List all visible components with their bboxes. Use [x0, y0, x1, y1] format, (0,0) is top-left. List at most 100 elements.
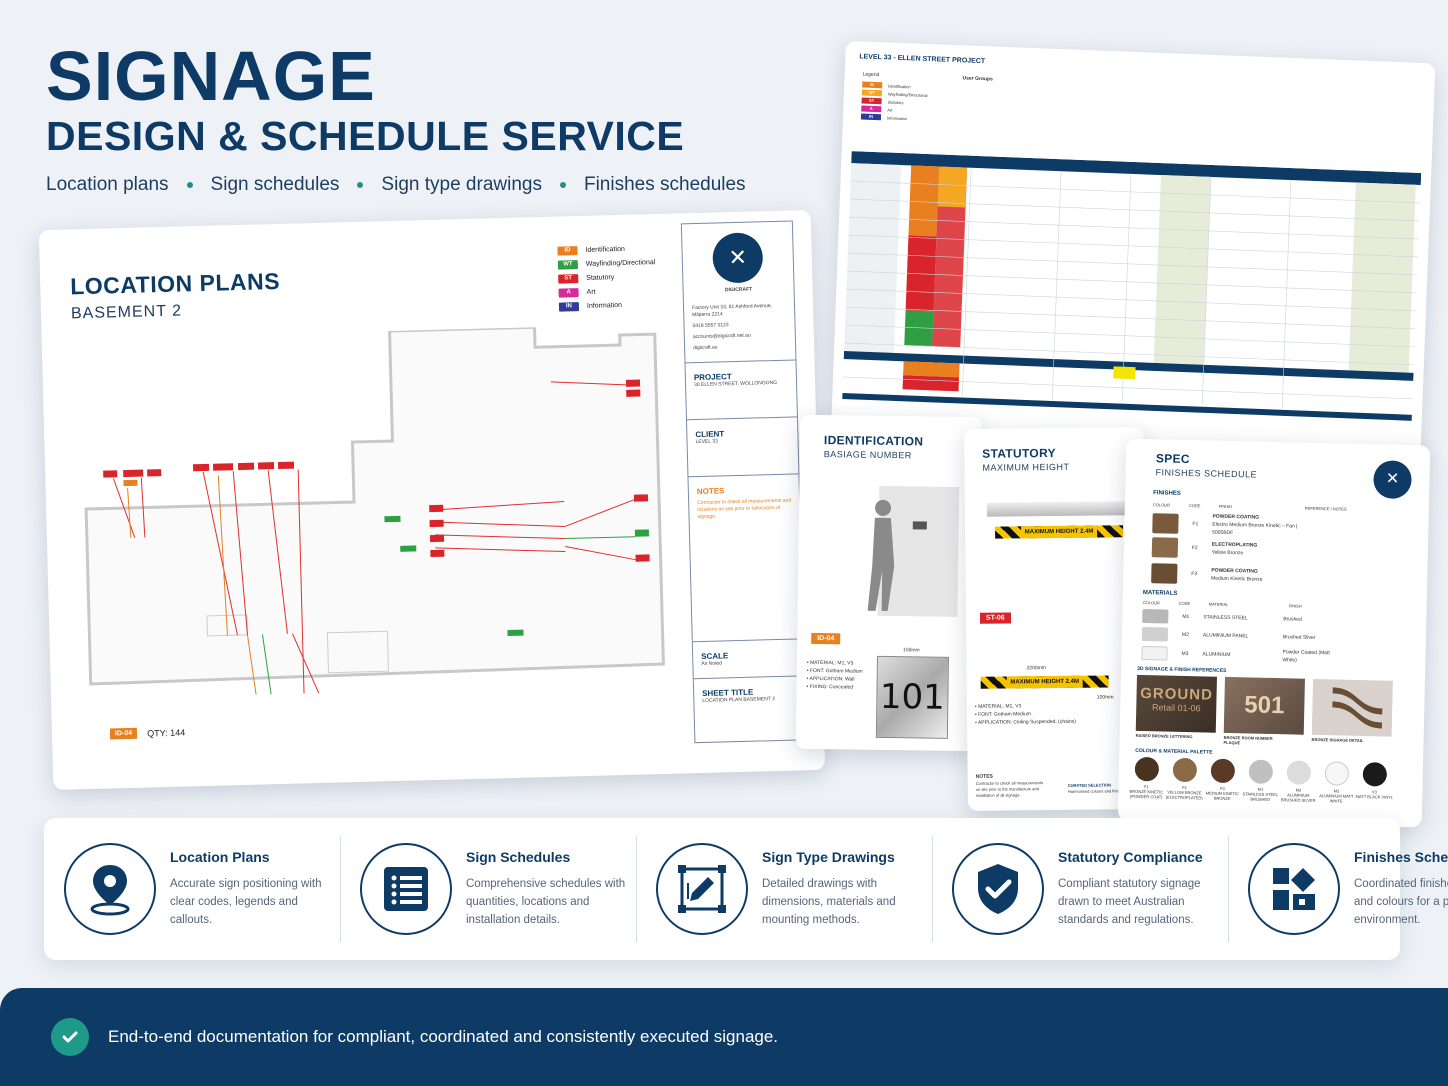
blocks-icon: [1248, 843, 1340, 935]
height-bar: MAXIMUM HEIGHT 2.4M: [995, 525, 1124, 539]
statutory-notes-label: NOTES: [975, 773, 993, 780]
company-email: accounts@digicraft.net.au: [692, 332, 751, 341]
spec-title: SPEC: [1155, 451, 1190, 467]
sheet-title-value: LOCATION PLAN BASEMENT 2: [702, 696, 776, 704]
palette-swatch: [1134, 756, 1160, 782]
title-block: ✕ DIGICRAFT Factory Unit 33, 81 Ashford …: [680, 220, 807, 744]
statutory-subtitle: MAXIMUM HEIGHT: [982, 461, 1070, 473]
feature-title: Location Plans: [170, 849, 270, 865]
person-silhouette-icon: [867, 485, 960, 617]
schedule-legend-label: Legend: [862, 71, 880, 79]
quantity-value: QTY: 144: [146, 727, 186, 739]
floor-plan-drawing: [84, 325, 665, 700]
digicraft-logo-icon: ✕: [712, 232, 764, 284]
tag-separator: [559, 182, 566, 188]
company-phone: 0418 5557 0123: [692, 322, 729, 330]
company-address: Factory Unit 33, 81 Ashford Avenue, Milp…: [691, 303, 773, 319]
statutory-code: ST-06: [979, 612, 1011, 624]
notes-label: NOTES: [696, 486, 725, 497]
feature-title: Finishes Schedule: [1354, 849, 1448, 865]
schedule-title: LEVEL 33 - ELLEN STREET PROJECT: [859, 53, 986, 66]
identification-specs: • MATERIAL: M1, V3 • FONT: Gotham Medium…: [806, 659, 863, 691]
statutory-specs: • MATERIAL: M1, V3 • FONT: Gotham Medium…: [974, 703, 1076, 726]
hero-title: SIGNAGE: [46, 37, 376, 115]
finishes-label: FINISHES: [1153, 490, 1181, 497]
footer-banner: End-to-end documentation for compliant, …: [0, 988, 1448, 1086]
client-value: LEVEL 33: [695, 438, 718, 446]
palette-swatch: [1286, 760, 1312, 785]
location-plan-subtitle: BASEMENT 2: [70, 302, 183, 323]
tag-sign-type-drawings: Sign type drawings: [381, 174, 542, 195]
ref-image-bronze-waves: [1311, 678, 1393, 737]
dimension-width: 150mm: [903, 647, 920, 654]
palette-swatch: [1324, 761, 1350, 786]
project-value: 30 ELLEN STREET, WOLLONGONG: [694, 379, 778, 389]
ref-image-ground: GROUND Retail 01-06: [1135, 674, 1217, 733]
banner-text: End-to-end documentation for compliant, …: [108, 1027, 779, 1046]
logo-text: DIGICRAFT: [724, 286, 753, 294]
feature-desc: Accurate sign positioning with clear cod…: [170, 878, 322, 926]
divider: [686, 416, 797, 421]
feature-desc: Detailed drawings with dimensions, mater…: [762, 878, 896, 926]
check-icon: [51, 1018, 89, 1056]
quantity-code: ID-04: [109, 727, 138, 740]
materials-label: MATERIALS: [1142, 590, 1178, 597]
tag-sign-schedules: Sign schedules: [210, 174, 340, 195]
divider: [693, 675, 804, 680]
feature-desc: Compliant statutory signage drawn to mee…: [1058, 878, 1201, 926]
identification-code: ID-04: [811, 632, 841, 645]
refs-label: 3D SIGNAGE & FINISH REFERENCES: [1137, 665, 1227, 674]
identification-title: IDENTIFICATION: [823, 433, 924, 449]
feature-finishes-schedule: Finishes ScheduleCoordinated finishes, m…: [1228, 818, 1448, 960]
palette-label: COLOUR & MATERIAL PALETTE: [1135, 747, 1213, 756]
identification-subtitle: BASIAGE NUMBER: [823, 449, 912, 461]
finish-header: CODE: [1188, 503, 1201, 509]
tag-finishes-schedules: Finishes schedules: [583, 174, 746, 195]
palette-swatch: [1172, 757, 1198, 783]
material-header: COLOUR: [1142, 600, 1160, 606]
divider: [688, 473, 799, 478]
list-icon: [360, 843, 452, 935]
feature-title: Statutory Compliance: [1058, 849, 1203, 865]
quantity-label: ID-04 QTY: 144: [109, 727, 186, 740]
tag-separator: [186, 182, 193, 188]
divider: [692, 638, 803, 643]
sign-schedule-sheet: LEVEL 33 - ELLEN STREET PROJECT Legend I…: [830, 40, 1436, 464]
hero-subtitle: DESIGN & SCHEDULE SERVICE: [46, 113, 685, 159]
feature-title: Sign Type Drawings: [762, 849, 895, 865]
notes-value: Contractor to check all measurements and…: [697, 497, 792, 521]
material-header: FINISH: [1288, 603, 1302, 609]
ref-caption: BRONZE ROOM NUMBER PLAQUE: [1223, 734, 1273, 746]
user-groups-label: User Groups: [962, 75, 993, 83]
statutory-title: STATUTORY: [982, 445, 1056, 461]
schedule-table: [842, 151, 1422, 421]
feature-title: Sign Schedules: [466, 849, 571, 865]
ceiling-beam: [986, 501, 1127, 517]
drawing-icon: [656, 843, 748, 935]
identification-card: IDENTIFICATION BASIAGE NUMBER ID-04 150m…: [795, 414, 983, 752]
palette-swatch: [1210, 758, 1236, 784]
